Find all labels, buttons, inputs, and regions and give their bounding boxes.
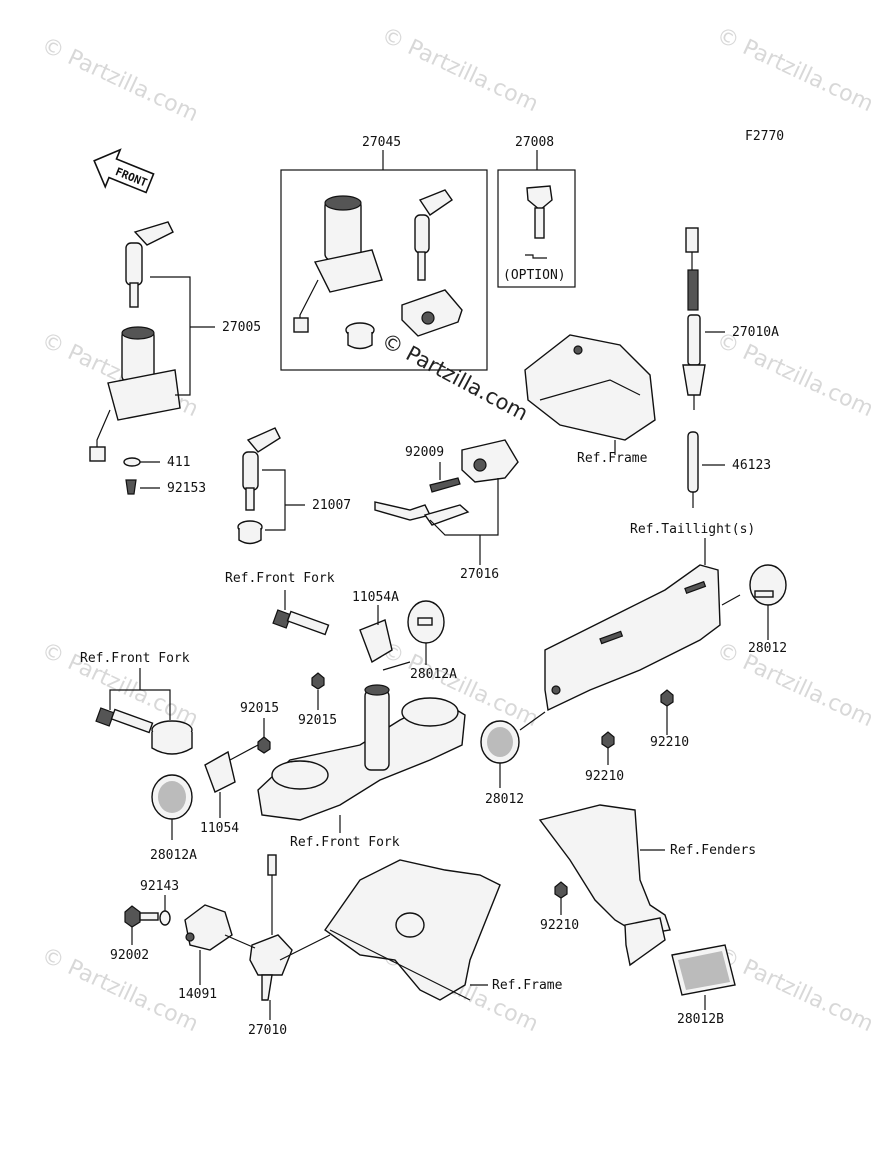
part-label-92015-b: 92015 (298, 713, 337, 728)
bolt-front-fork-left (95, 707, 154, 734)
washer-411 (123, 457, 141, 467)
screw-92153 (125, 479, 137, 495)
ref-frame-bottom: Ref.Frame (492, 978, 563, 993)
grommet-front-fork-left (151, 720, 193, 755)
key-in-set (414, 189, 453, 281)
watermark: © Partzilla.com (712, 328, 876, 422)
reflector-28012A-left (151, 774, 193, 820)
nut-92210-a (660, 689, 674, 707)
reflector-28012-right (749, 564, 787, 606)
taillight-bracket (544, 564, 721, 712)
seat-lock-27016 (461, 439, 519, 483)
part-label-92143: 92143 (140, 879, 179, 894)
nut-92210-b (601, 731, 615, 749)
keys-27016 (374, 501, 470, 526)
part-label-21007: 21007 (312, 498, 351, 513)
part-label-92153: 92153 (167, 481, 206, 496)
ignition-switch-in-set (293, 195, 383, 333)
part-label-92015-a: 92015 (240, 701, 279, 716)
ref-front-fork-top: Ref.Front Fork (225, 571, 335, 586)
reflector-28012-mid (480, 720, 520, 764)
cover-14091 (184, 904, 233, 951)
washer-92143 (159, 910, 171, 926)
switch-27010 (249, 854, 293, 1001)
watermark: © Partzilla.com (712, 943, 876, 1037)
part-label-92009: 92009 (405, 445, 444, 460)
option-label: (OPTION) (503, 268, 566, 283)
key-set-21007 (237, 427, 281, 545)
reflector-28012A-top (407, 600, 445, 644)
watermark: © Partzilla.com (377, 23, 541, 117)
nut-92210-c (554, 881, 568, 899)
part-label-11054A: 11054A (352, 590, 399, 605)
bolt-92002 (124, 905, 159, 928)
part-label-27010: 27010 (248, 1023, 287, 1038)
ref-taillights: Ref.Taillight(s) (630, 522, 755, 537)
bracket-11054A (359, 619, 393, 664)
nut-92015-b (311, 672, 325, 690)
ref-front-fork-left: Ref.Front Fork (80, 651, 190, 666)
part-label-92210-c: 92210 (540, 918, 579, 933)
part-label-92002: 92002 (110, 948, 149, 963)
reflector-28012B (671, 944, 736, 996)
part-label-11054: 11054 (200, 821, 239, 836)
frame-upper (524, 334, 656, 441)
part-label-14091: 14091 (178, 987, 217, 1002)
part-label-27016: 27016 (460, 567, 499, 582)
part-label-27045: 27045 (362, 135, 401, 150)
figure-code: F2770 (745, 129, 784, 144)
triple-clamp (257, 684, 466, 821)
part-label-28012B: 28012B (677, 1012, 724, 1027)
nut-92015-a (257, 736, 271, 754)
part-label-92210-a: 92210 (650, 735, 689, 750)
ignition-switch-left (89, 221, 181, 462)
ref-front-fork-bottom: Ref.Front Fork (290, 835, 400, 850)
part-label-28012-right: 28012 (748, 641, 787, 656)
part-label-27008: 27008 (515, 135, 554, 150)
watermark: © Partzilla.com (37, 33, 201, 127)
fender (538, 804, 671, 967)
bolt-front-fork-top (272, 609, 330, 636)
part-label-28012A-left: 28012A (150, 848, 197, 863)
watermark: © Partzilla.com (712, 23, 876, 117)
screw-92009 (429, 477, 461, 493)
spring-46123 (687, 431, 699, 508)
part-label-92210-b: 92210 (585, 769, 624, 784)
lock-cylinder-in-set (345, 322, 375, 350)
blank-key (526, 185, 553, 239)
ref-frame-top: Ref.Frame (577, 451, 648, 466)
ignition-set-box (280, 169, 488, 371)
brake-switch-27010A (682, 227, 706, 410)
leader-21007 (262, 469, 286, 531)
watermark: © Partzilla.com (712, 638, 876, 732)
part-label-411: 411 (167, 455, 190, 470)
center-watermark: © Partzilla.com (378, 328, 532, 425)
part-label-27010A: 27010A (732, 325, 779, 340)
front-arrow-icon: FRONT (93, 148, 155, 194)
part-label-27005: 27005 (222, 320, 261, 335)
part-label-28012A-top: 28012A (410, 667, 457, 682)
part-label-46123: 46123 (732, 458, 771, 473)
frame-lower (324, 859, 501, 1001)
leader-27005 (150, 276, 191, 396)
bracket-11054 (204, 750, 236, 793)
seat-lock-in-set (401, 289, 463, 337)
part-label-28012-mid: 28012 (485, 792, 524, 807)
leader-27016 (429, 478, 499, 536)
ref-fenders: Ref.Fenders (670, 843, 756, 858)
option-symbol (525, 254, 547, 259)
